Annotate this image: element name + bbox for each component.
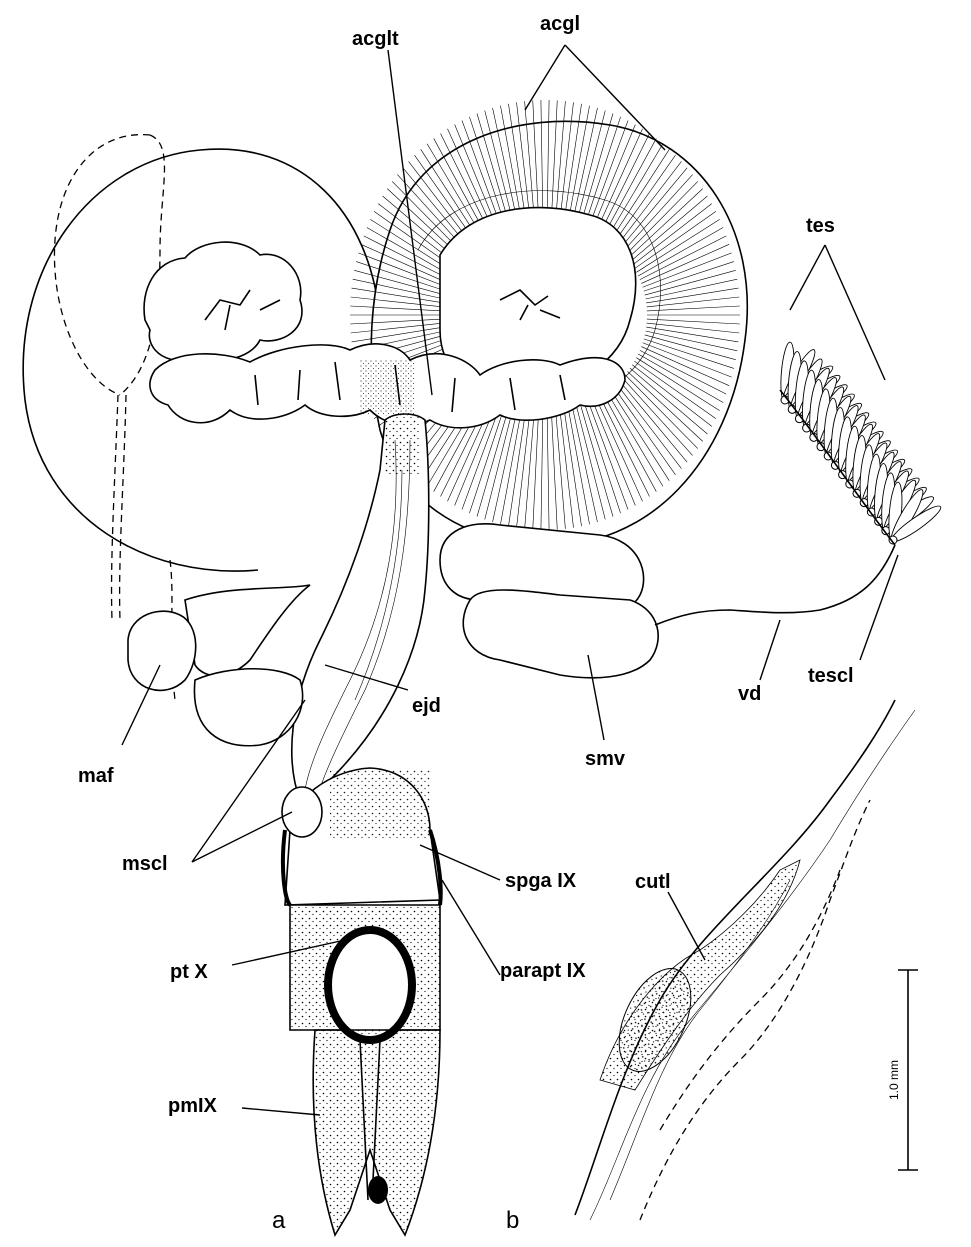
panel-label-b: b [506, 1207, 519, 1234]
label-cutl: cutl [635, 871, 671, 893]
label-vd: vd [738, 683, 761, 705]
label-ejd: ejd [412, 695, 441, 717]
male-accessory-flap [128, 585, 310, 746]
ejaculatory-duct [292, 414, 429, 800]
label-mscl: mscl [122, 853, 168, 875]
label-tescl: tescl [808, 665, 854, 687]
genital-capsule [282, 768, 441, 1235]
label-acglt: acglt [352, 28, 399, 50]
seminal-vesicles [440, 524, 658, 678]
label-acgl: acgl [540, 13, 580, 35]
scale-bar: 1.0 mm [887, 970, 918, 1170]
label-tes: tes [806, 215, 835, 237]
label-parapt-ix: parapt IX [500, 960, 586, 982]
scale-bar-label: 1.0 mm [887, 1060, 901, 1100]
label-smv: smv [585, 748, 626, 770]
label-pt-x: pt X [170, 961, 208, 983]
label-pmix: pmIX [168, 1095, 218, 1117]
label-spga-ix: spga IX [505, 870, 577, 892]
label-maf: maf [78, 765, 114, 787]
panel-b-drawing [575, 700, 915, 1220]
panel-label-a: a [272, 1207, 286, 1234]
